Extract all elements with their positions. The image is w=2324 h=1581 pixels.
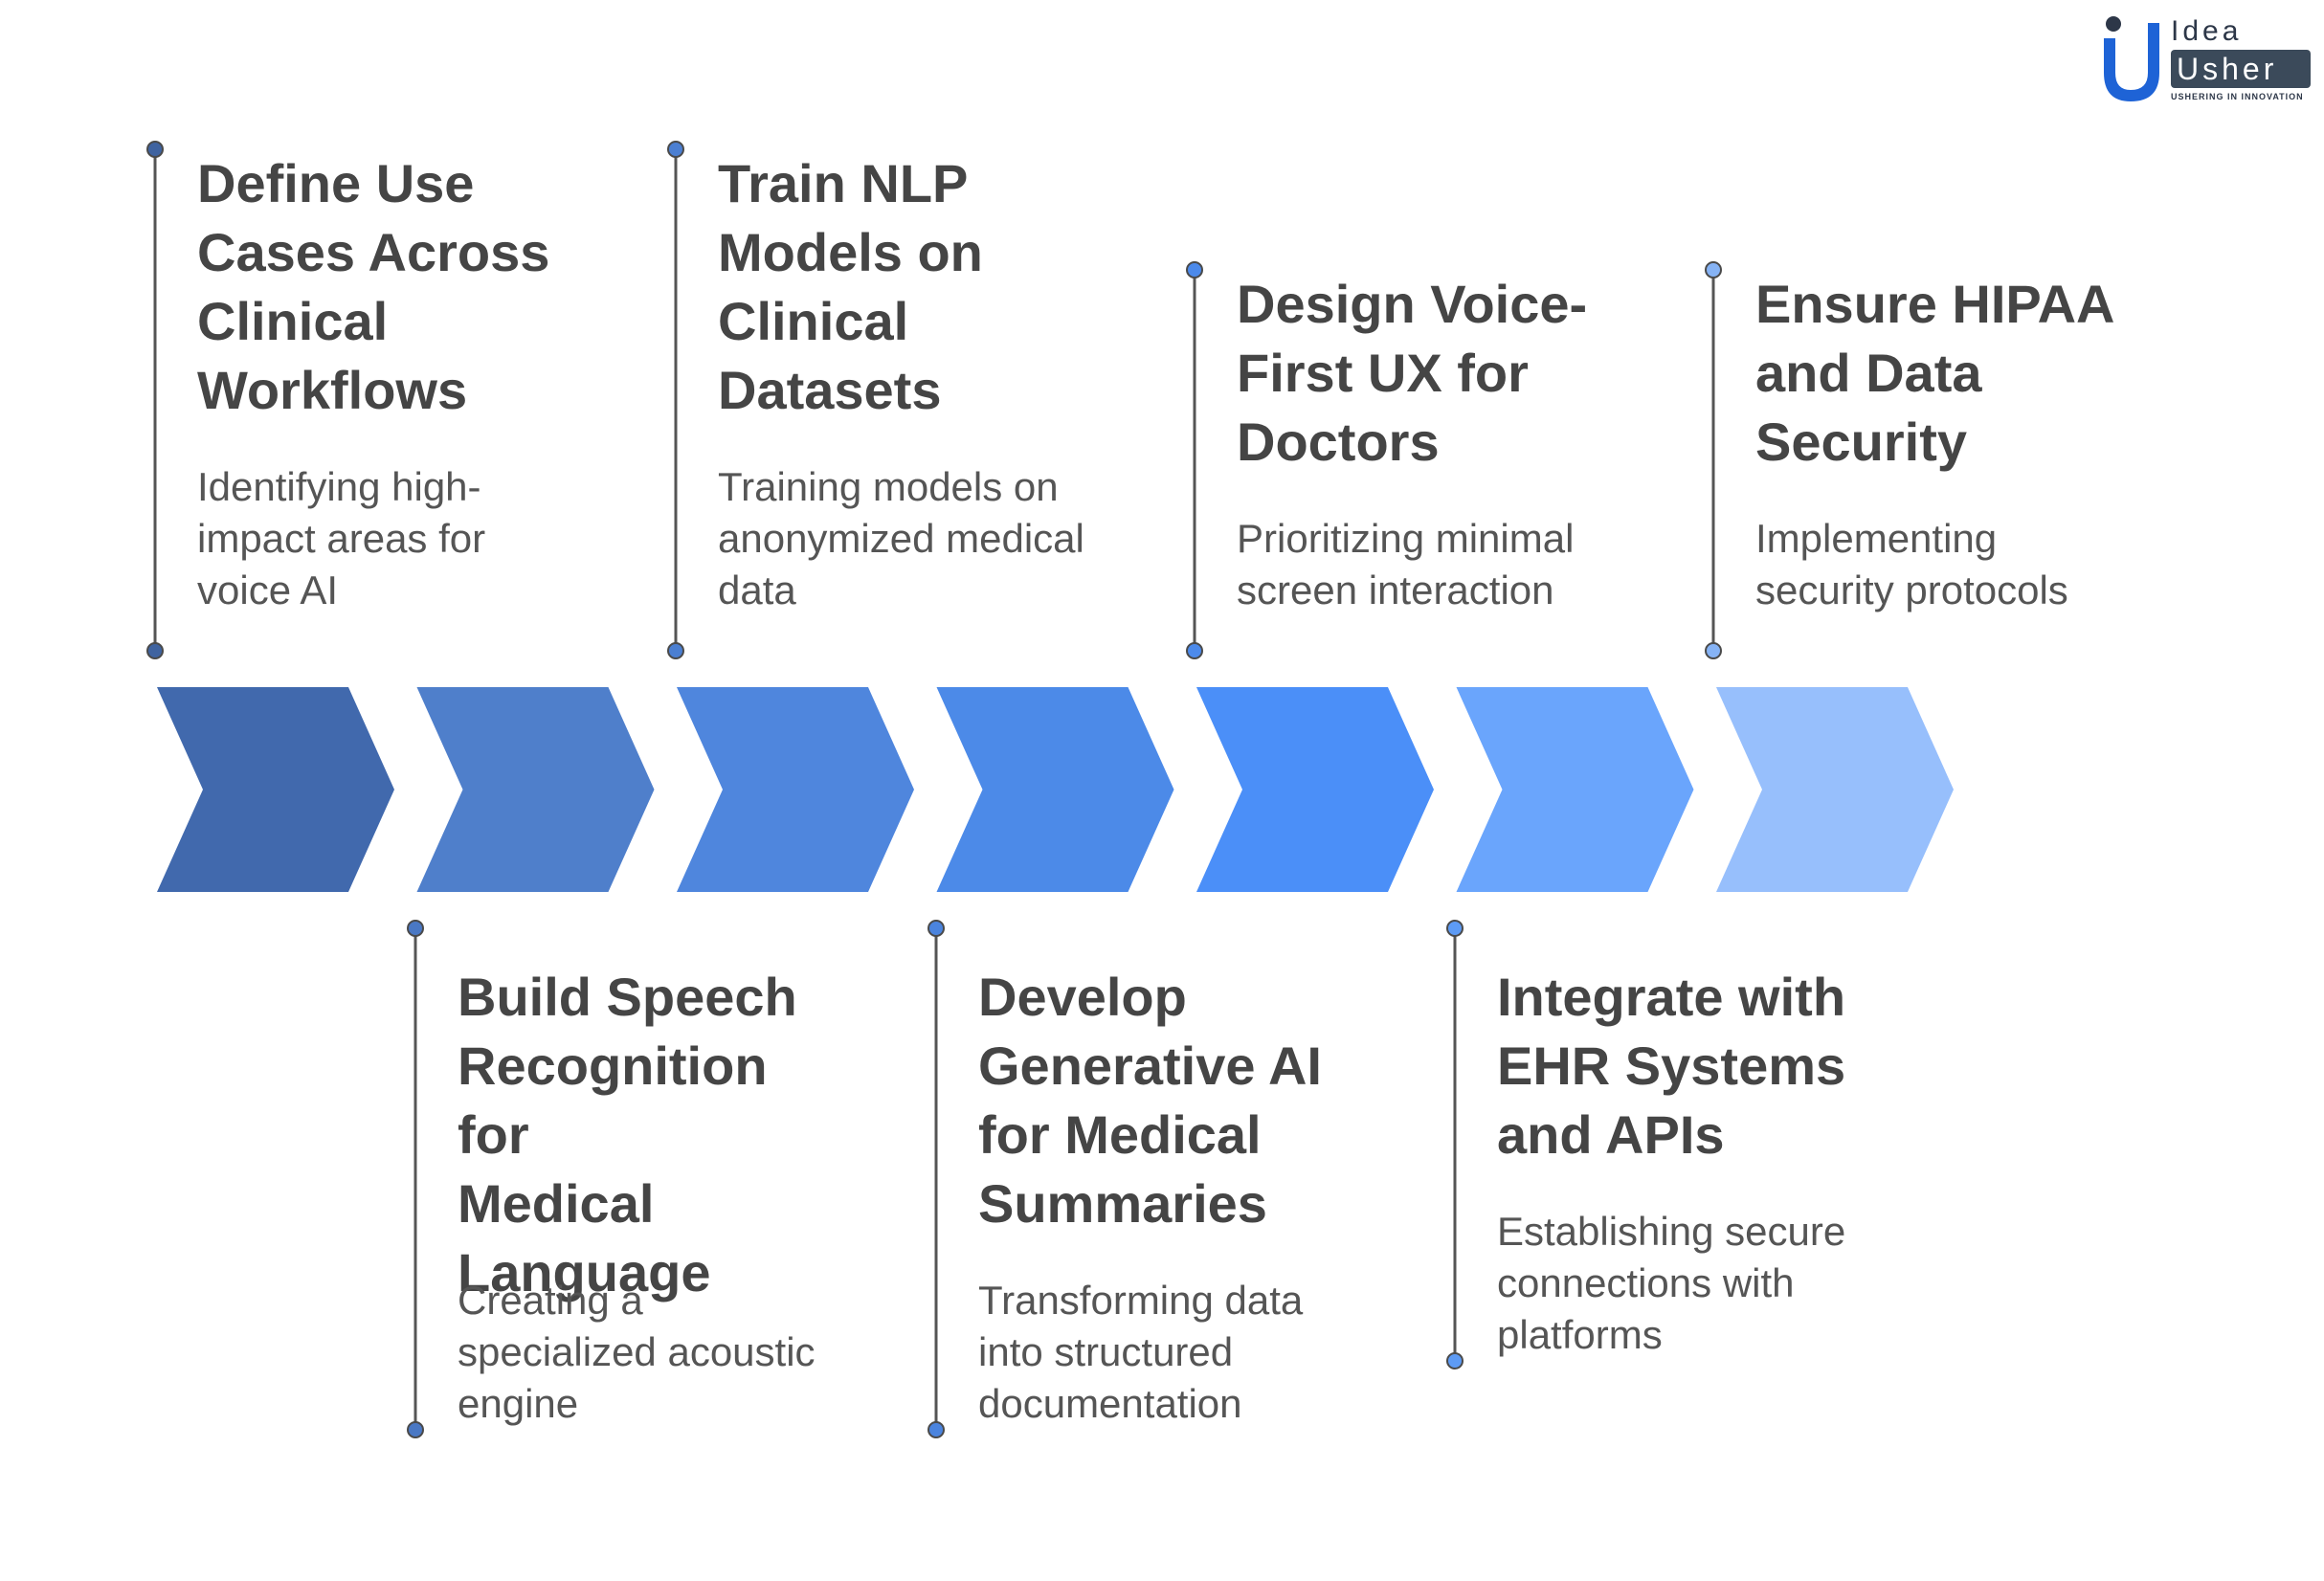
step-title: Train NLP Models on Clinical Datasets <box>718 153 983 420</box>
step-description: Establishing secure connections with pla… <box>1497 1209 1846 1357</box>
logo-word-usher: Usher <box>2177 52 2278 86</box>
chevron-3 <box>677 687 914 892</box>
step-2: Build Speech Recognition for Medical Lan… <box>415 963 817 1441</box>
step-description: Identifying high- impact areas for voice… <box>197 464 486 612</box>
step-7: Ensure HIPAA and Data Security Implement… <box>1713 270 2115 653</box>
chevron-1 <box>157 687 394 892</box>
step-description: Training models on anonymized medical da… <box>718 464 1084 612</box>
step-title: Design Voice- First UX for Doctors <box>1237 274 1588 472</box>
step-title: Define Use Cases Across Clinical Workflo… <box>197 153 550 420</box>
connector-dot-5-end <box>1186 642 1203 659</box>
step-description: Creating a specialized acoustic engine <box>458 1278 816 1426</box>
chevron-4 <box>936 687 1174 892</box>
step-6: Integrate with EHR Systems and APIs Esta… <box>1455 963 1857 1384</box>
connector-dot-5-start <box>1186 261 1203 278</box>
step-title: Integrate with EHR Systems and APIs <box>1497 967 1846 1165</box>
step-description: Implementing security protocols <box>1755 516 2068 612</box>
logo-word-idea: Idea <box>2171 15 2243 47</box>
connector-dot-2-start <box>407 920 424 937</box>
chevron-5 <box>1196 687 1434 892</box>
step-3: Train NLP Models on Clinical Datasets Tr… <box>676 149 1084 628</box>
step-title: Develop Generative AI for Medical Summar… <box>978 967 1322 1234</box>
connector-dot-4-start <box>927 920 945 937</box>
connector-dot-1-start <box>146 141 164 158</box>
step-5: Design Voice- First UX for Doctors Prior… <box>1195 270 1597 653</box>
connector-dot-6-start <box>1446 920 1464 937</box>
step-title: Build Speech Recognition for Medical Lan… <box>458 967 797 1303</box>
step-description: Transforming data into structured docume… <box>978 1278 1304 1426</box>
step-title: Ensure HIPAA and Data Security <box>1755 274 2115 472</box>
connector-dot-7-end <box>1705 642 1722 659</box>
connector-dot-3-end <box>667 642 684 659</box>
step-4: Develop Generative AI for Medical Summar… <box>936 963 1338 1441</box>
logo-word-box: Usher <box>2171 50 2311 88</box>
connector-dot-1-end <box>146 642 164 659</box>
chevron-7 <box>1716 687 1954 892</box>
chevron-6 <box>1456 687 1694 892</box>
step-description: Prioritizing minimal screen interaction <box>1237 516 1575 612</box>
connector-dot-6-end <box>1446 1352 1464 1369</box>
connector-dot-7-start <box>1705 261 1722 278</box>
connector-dot-4-end <box>927 1421 945 1438</box>
idea-usher-logo: Idea Usher USHERING IN INNOVATION <box>2094 13 2313 105</box>
logo-tagline: USHERING IN INNOVATION <box>2171 92 2304 101</box>
step-1: Define Use Cases Across Clinical Workflo… <box>155 149 557 628</box>
logo-mark-icon <box>2104 16 2159 101</box>
connector-dot-2-end <box>407 1421 424 1438</box>
chevron-2 <box>416 687 655 892</box>
connector-dot-3-start <box>667 141 684 158</box>
